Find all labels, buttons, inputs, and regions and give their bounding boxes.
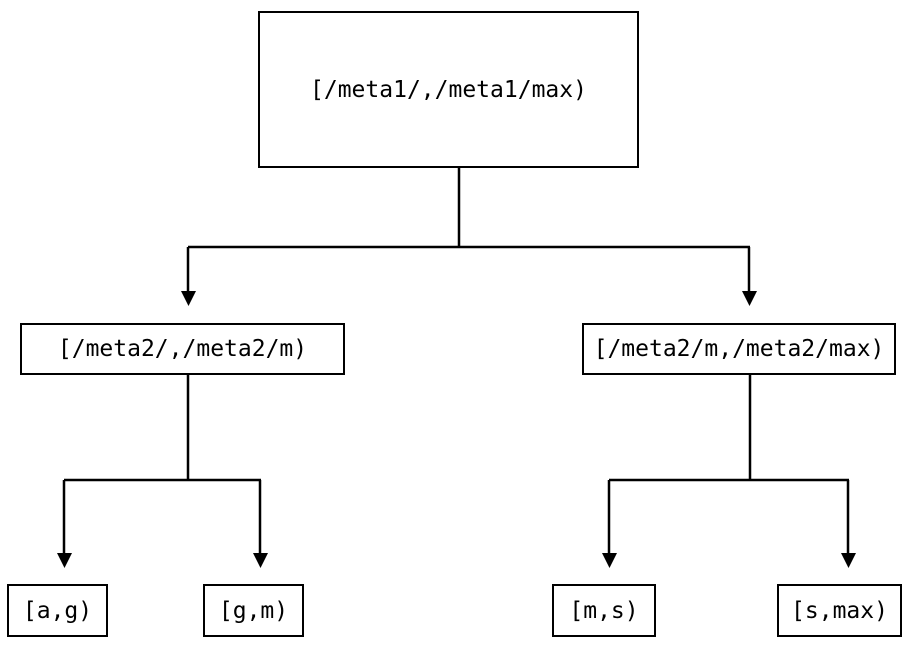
arrowhead-down-icon: [57, 553, 72, 568]
arrowhead-down-icon: [742, 291, 757, 306]
tree-node-mid-left[interactable]: [/meta2/,/meta2/m): [20, 323, 345, 375]
arrowhead-down-icon: [841, 553, 856, 568]
tree-node-leaf-g-m[interactable]: [g,m): [203, 584, 304, 637]
arrowhead-down-icon: [181, 291, 196, 306]
edge-midleft-to-leaves: [57, 375, 268, 568]
tree-node-leaf-m-s[interactable]: [m,s): [552, 584, 656, 637]
arrowhead-down-icon: [253, 553, 268, 568]
tree-node-leaf-a-g[interactable]: [a,g): [7, 584, 108, 637]
tree-node-mid-right[interactable]: [/meta2/m,/meta2/max): [582, 323, 896, 375]
tree-node-leaf-s-max[interactable]: [s,max): [777, 584, 902, 637]
arrowhead-down-icon: [602, 553, 617, 568]
tree-node-root[interactable]: [/meta1/,/meta1/max): [258, 11, 639, 168]
edge-root-to-mid: [181, 168, 757, 306]
edge-midright-to-leaves: [602, 375, 856, 568]
